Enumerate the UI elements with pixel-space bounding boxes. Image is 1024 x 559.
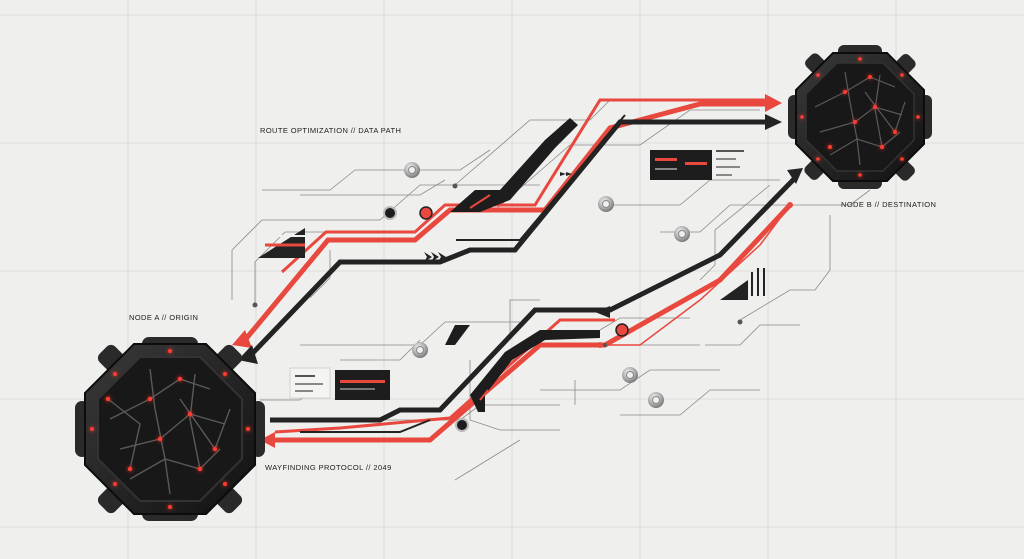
route-line-dark-lower <box>270 176 797 423</box>
route-optimization-label: ROUTE OPTIMIZATION // DATA PATH <box>260 126 402 135</box>
thin-traces <box>231 99 871 481</box>
route-line-red-upper-b <box>280 98 765 274</box>
connector-dots <box>252 183 793 432</box>
circuit-brackets <box>445 118 600 412</box>
route-line-red-lower <box>275 203 792 443</box>
node-b-label: NODE B // DESTINATION <box>841 200 937 209</box>
route-line-dark-upper-b <box>456 114 626 241</box>
arrow-head-dark-b <box>765 114 782 130</box>
striped-triangles <box>258 228 765 300</box>
hex-nut-icon <box>404 162 690 408</box>
arrow-head-red-a <box>232 330 252 348</box>
route-lines <box>243 98 797 443</box>
arrow-heads <box>232 94 803 448</box>
node-a-device-icon <box>75 337 265 521</box>
arrow-head-dark-a <box>238 345 258 364</box>
data-panel-icon <box>650 150 744 180</box>
node-a-label: NODE A // ORIGIN <box>129 313 199 322</box>
route-line-red-lower-b <box>274 318 615 434</box>
node-b-device-icon <box>788 45 932 189</box>
chevron-arrow-icon <box>424 172 572 262</box>
route-line-red-accent <box>606 204 791 346</box>
arrow-head-red-lower <box>260 432 275 448</box>
route-line-dark-lower-b <box>300 419 431 433</box>
route-line-red-upper <box>243 101 765 342</box>
wayfinding-protocol-label: WAYFINDING PROTOCOL // 2049 <box>265 463 392 472</box>
arrow-head-red-b <box>765 94 782 112</box>
data-panel-icon-lower <box>289 367 390 400</box>
arrow-head-red-end <box>595 306 610 318</box>
arrow-head-dark-upper <box>787 168 803 184</box>
